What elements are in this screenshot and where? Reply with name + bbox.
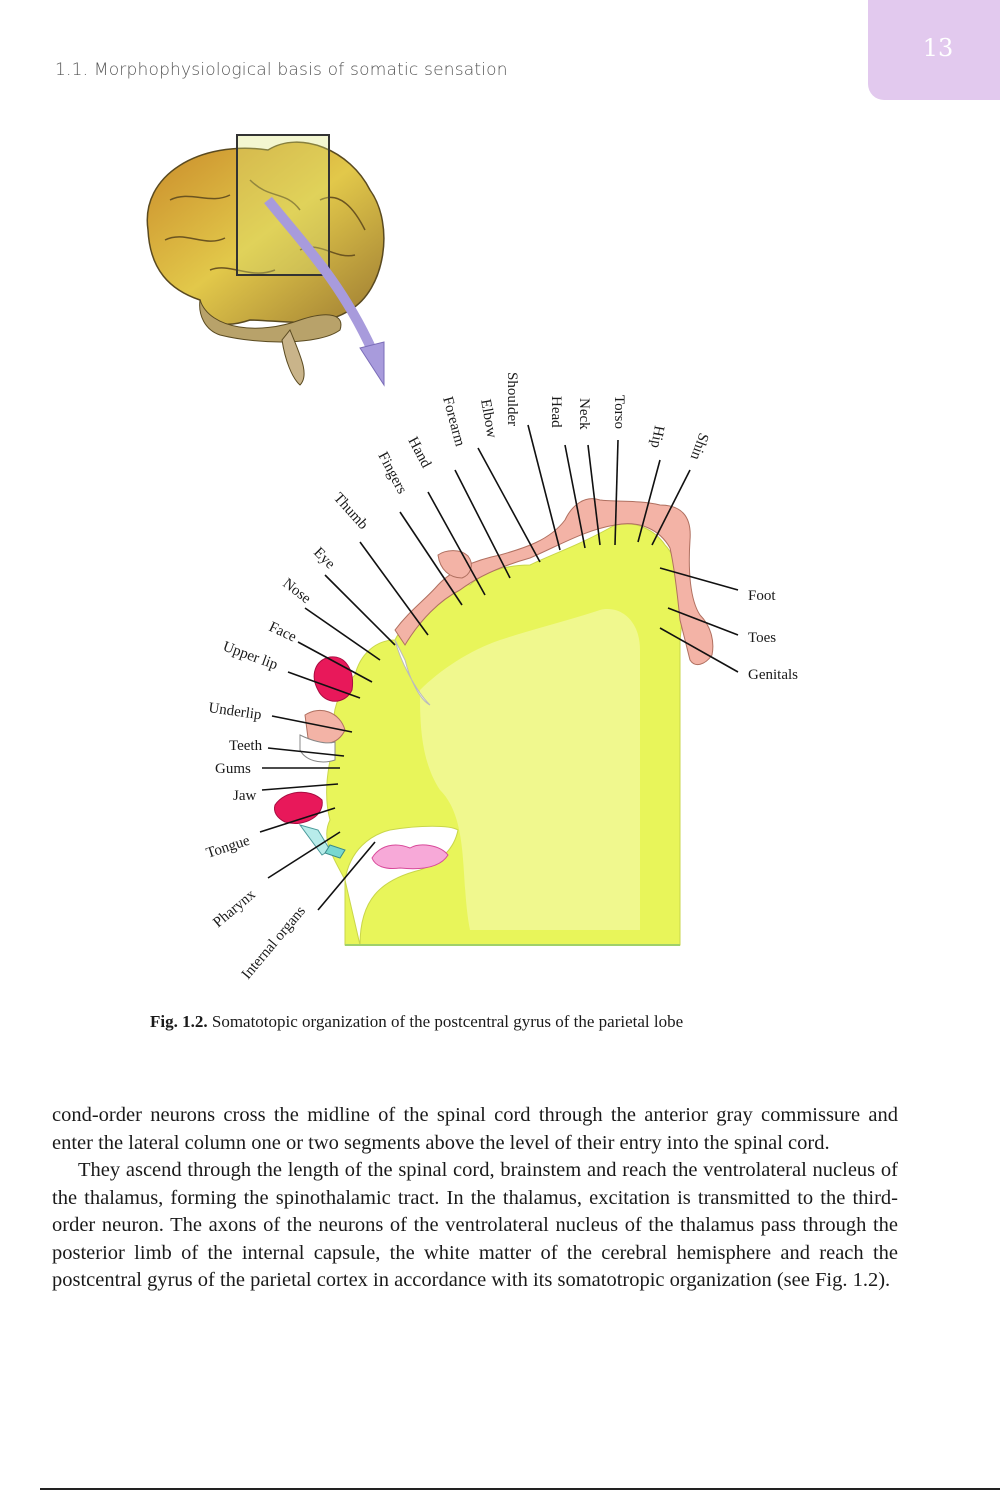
tongue-shape	[274, 792, 322, 823]
label-eye: Eye	[310, 545, 338, 573]
label-genitals: Genitals	[748, 667, 798, 683]
label-jaw: Jaw	[233, 788, 256, 804]
footer-rule	[40, 1488, 1000, 1490]
label-gums: Gums	[215, 761, 251, 777]
figure-caption-text: Somatotopic organization of the postcent…	[212, 1012, 683, 1031]
paragraph-2: They ascend through the length of the sp…	[52, 1157, 898, 1295]
upper-lip-shape	[314, 657, 352, 701]
paragraph-1: cond-order neurons cross the midline of …	[52, 1102, 898, 1157]
label-hand: Hand	[404, 434, 434, 471]
label-torso: Torso	[611, 395, 627, 429]
arrow-head	[360, 342, 384, 385]
label-shin: Shin	[687, 431, 712, 463]
cortex-section	[327, 524, 682, 945]
label-toes: Toes	[748, 630, 776, 646]
label-upper-lip: Upper lip	[221, 639, 280, 674]
label-face: Face	[266, 619, 299, 646]
figure-caption-label: Fig. 1.2.	[150, 1012, 208, 1031]
label-neck: Neck	[576, 398, 592, 430]
label-internal-organs: Internal organs	[239, 903, 309, 982]
figure-caption: Fig. 1.2. Somatotopic organization of th…	[150, 1012, 683, 1032]
label-thumb: Thumb	[330, 490, 371, 533]
label-nose: Nose	[280, 576, 314, 608]
body-text: cond-order neurons cross the midline of …	[52, 1102, 898, 1295]
label-pharynx: Pharynx	[210, 886, 259, 931]
label-elbow: Elbow	[477, 398, 500, 440]
label-fingers: Fingers	[374, 449, 409, 496]
somatotopic-figure: Shoulder Forearm Elbow Hand Fingers Thum…	[0, 0, 1000, 1010]
label-foot: Foot	[748, 588, 776, 604]
label-underlip: Underlip	[207, 700, 262, 723]
brain-illustration	[147, 135, 384, 385]
label-shoulder: Shoulder	[504, 372, 520, 426]
label-teeth: Teeth	[229, 738, 263, 754]
label-hip: Hip	[647, 424, 667, 449]
label-tongue: Tongue	[204, 833, 252, 862]
label-forearm: Forearm	[439, 395, 468, 449]
label-head: Head	[548, 396, 564, 428]
